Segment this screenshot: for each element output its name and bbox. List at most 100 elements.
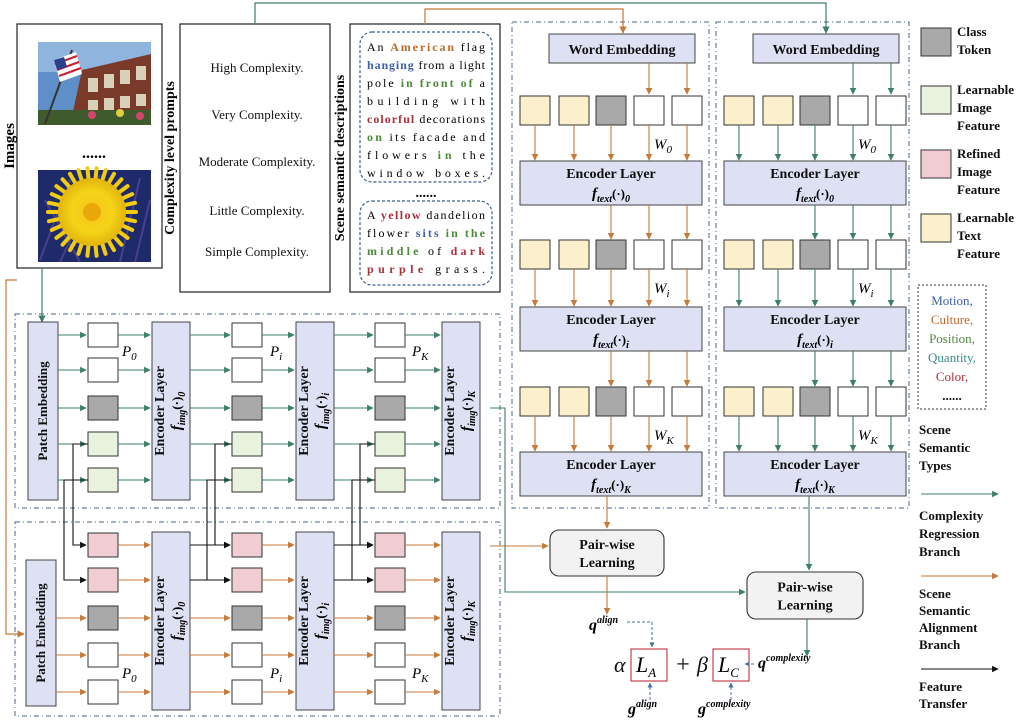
img-encoder-bottom-0 [151,531,191,711]
img-encoder-top-0-label: Encoder Layer [153,366,168,456]
patch-embedding-top-label: Patch Embedding [35,361,50,461]
legend-refined-image-text-0: Refined [957,146,1001,161]
bot-col-1-token [231,567,263,593]
legend-feature-transfer-1: Transfer [919,696,967,711]
legend-types-label-2: Types [919,458,951,473]
top-col-2-token [374,357,406,383]
text-left-word-embedding-label: Word Embedding [569,43,676,58]
bot-col-1-token [231,642,263,668]
top-col-2-token [374,431,406,457]
text-left-token [558,95,590,126]
encoder-f-label: fimg(·)i [313,393,332,430]
text-left-token [671,95,703,126]
legend-type-3: Quantity, [928,350,976,365]
complexity-prompt-5: Simple Complexity. [205,244,309,259]
dandelion-photo [38,166,151,263]
text-left-text-encoder-0 [519,160,703,206]
bot-col-2-token [374,642,406,668]
w-label: WK [858,428,879,447]
text-left-text-encoder-1-f: ftext(·)i [593,332,629,351]
text-right-text-encoder-1 [723,306,907,352]
legend-complexity-branch-1: Regression [919,526,980,541]
complexity-label: Complexity level prompts [163,81,178,235]
text-right-token [723,239,755,270]
text-right-text-encoder-1-label: Encoder Layer [770,313,860,328]
legend-learnable-image-text-1: Image [957,100,992,115]
scene-to-text-arrow [424,8,627,34]
legend-feature-transfer-0: Feature [919,679,962,694]
pairwise-learning-complexity-line2: Learning [777,599,832,614]
text-right-token [875,239,907,270]
text-right-text-encoder-1-f: ftext(·)i [797,332,833,351]
text-left-token [595,95,627,126]
q-align-label: qalign [589,615,619,634]
img-encoder-top-0 [151,321,191,501]
text-left-text-encoder-1 [519,306,703,352]
legend-learnable-image-swatch [920,85,952,115]
image-to-patch-orange [5,279,25,638]
desc-line: hanging from a light [367,58,486,72]
text-right-token [837,386,869,417]
legend-type-0: Motion, [931,293,973,308]
img-encoder-top-1 [295,321,335,501]
text-left-token [519,95,551,126]
encoder-f-label: fimg(·)K [459,600,478,642]
text-right-token [762,95,794,126]
bot-col-0-token [87,605,119,631]
text-left-text-encoder-2 [519,451,703,497]
text-right-token [799,239,831,270]
text-right-token [762,239,794,270]
LA-box [630,648,668,682]
img-encoder-bottom-2-label: Encoder Layer [443,576,458,666]
patch-embedding-top [27,321,59,501]
top-col-0-token [87,431,119,457]
pairwise-learning-complexity [746,571,864,620]
text-left-text-encoder-0-label: Encoder Layer [566,167,656,182]
w-label: Wi [858,281,874,300]
feature-transfer-arrow [206,479,232,584]
prompt-label: Pi [269,666,282,685]
text-branch-right-frame [715,21,910,509]
img-encoder-bottom-2 [441,531,481,711]
images-label: Images [2,123,18,169]
w-label: W0 [654,137,673,156]
w-label: WK [654,428,675,447]
legend-type-2: Position, [929,331,975,346]
legend-refined-image-text-2: Feature [957,182,1000,197]
prompt-label: PK [411,666,429,685]
patch-embedding-bottom-label: Patch Embedding [33,583,48,683]
top-col-1-token [231,467,263,493]
complexity-panel [179,23,331,293]
desc-line: colorful decorations [367,112,485,126]
complexity-prompts: High Complexity.Very Complexity.Moderate… [199,60,316,259]
complexity-prompt-2: Very Complexity. [211,107,303,122]
legend-learnable-text-text-1: Text [957,228,982,243]
top-col-0-token [87,395,119,421]
text-left-token [558,386,590,417]
text-left-token [633,386,665,417]
img-encoder-bottom-1 [295,531,335,711]
top-col-2-token [374,395,406,421]
encoder-f-label: fimg(·)0 [169,392,188,431]
legend-alignment-branch-1: Semantic [919,603,971,618]
q-complexity-label: qcomplexity [758,653,811,672]
top-col-1-token [231,357,263,383]
text-right-word-embedding-label: Word Embedding [773,43,880,58]
img-encoder-top-1-label: Encoder Layer [297,366,312,456]
encoder-f-label: fimg(·)i [313,603,332,640]
legend-type-5: ...... [942,388,962,403]
legend-types-label-1: Semantic [919,440,971,455]
legend-complexity-branch-0: Complexity [919,508,984,523]
alpha-label: α [614,652,626,677]
complexity-prompt-1: High Complexity. [210,60,303,75]
beta-label: β [696,652,708,677]
legend-type-4: Color, [936,369,968,384]
text-left-text-encoder-2-f: ftext(·)K [591,477,632,496]
legend-type-1: Culture, [931,312,973,327]
prompt-label: PK [411,344,429,363]
bot-col-1-token [231,532,263,558]
prompt-label: P0 [121,666,137,685]
legend-class-token-swatch [920,27,952,57]
legend-class-token-text-1: Token [957,42,992,57]
